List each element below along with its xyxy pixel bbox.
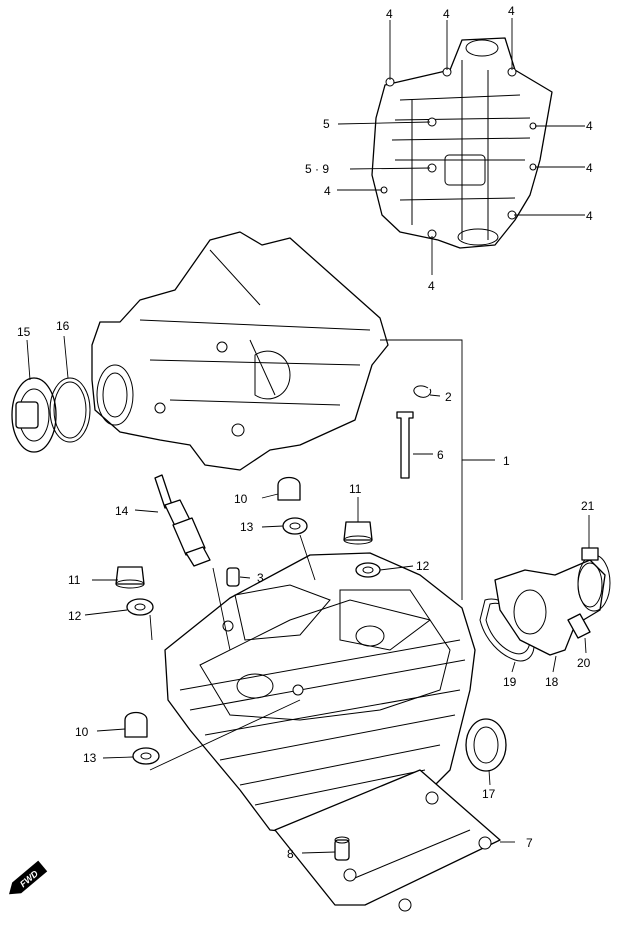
dowel-pin-3-drawing <box>226 567 240 587</box>
callout-5-9: 5 · 9 <box>305 162 329 176</box>
fwd-arrow-icon: FWD <box>9 860 48 895</box>
valve-guide-drawing <box>396 411 414 479</box>
callout-12-left: 12 <box>68 609 82 623</box>
callout-4-right-upper: 4 <box>586 119 593 133</box>
callout-6: 6 <box>437 448 444 462</box>
callout-labels: 1 2 3 4 4 4 4 4 4 4 4 5 5 · 9 6 7 8 10 1… <box>17 4 595 861</box>
callout-4-right-lower: 4 <box>586 209 593 223</box>
callout-4-top-left: 4 <box>386 7 393 21</box>
callout-4-right-mid: 4 <box>586 161 593 175</box>
callout-11-upper: 11 <box>349 482 362 496</box>
head-gasket-drawing <box>274 769 501 912</box>
screw-drawing <box>567 613 591 639</box>
callout-5: 5 <box>323 117 330 131</box>
washer-12-lower-drawing <box>126 598 154 616</box>
callout-19: 19 <box>503 675 517 689</box>
callout-2: 2 <box>445 390 452 404</box>
intake-pipe-drawing <box>494 559 606 656</box>
flange-nut-upper-drawing <box>343 521 373 545</box>
callout-1: 1 <box>503 454 510 468</box>
callout-17: 17 <box>482 787 496 801</box>
callout-13-lower: 13 <box>83 751 97 765</box>
acorn-nut-lower-drawing <box>124 711 148 738</box>
washer-12-upper-drawing <box>355 562 381 578</box>
callout-16: 16 <box>56 319 70 333</box>
callout-13-upper: 13 <box>240 520 254 534</box>
callout-4-left: 4 <box>324 184 331 198</box>
callout-11-lower: 11 <box>68 573 81 587</box>
callout-3: 3 <box>257 571 264 585</box>
callout-20: 20 <box>577 656 591 670</box>
callout-14: 14 <box>115 504 129 518</box>
dowel-pin-drawing <box>334 836 350 861</box>
cylinder-head-drawing <box>164 552 476 836</box>
circlip-drawing <box>413 385 432 398</box>
hose-clamp-drawing <box>577 547 611 612</box>
cap-drawing <box>465 718 507 772</box>
o-ring-drawing <box>49 377 91 443</box>
callout-7: 7 <box>526 836 533 850</box>
callout-8: 8 <box>287 847 294 861</box>
callout-12-right: 12 <box>416 559 430 573</box>
callout-4-bottom: 4 <box>428 279 435 293</box>
callout-18: 18 <box>545 675 559 689</box>
callout-10-lower: 10 <box>75 725 89 739</box>
flange-nut-lower-drawing <box>115 566 145 589</box>
callout-4-top-right: 4 <box>508 4 515 18</box>
head-cover-front-drawing <box>91 231 389 471</box>
leader-lines <box>26 18 590 854</box>
callout-4-top-mid: 4 <box>443 7 450 21</box>
inspection-cap-drawing <box>11 377 57 453</box>
head-cover-rear-drawing <box>371 37 553 249</box>
callout-10-upper: 10 <box>234 492 248 506</box>
washer-13-upper-drawing <box>282 517 308 535</box>
callout-21: 21 <box>581 499 595 513</box>
washer-13-lower-drawing <box>132 747 160 765</box>
callout-15: 15 <box>17 325 31 339</box>
spark-plug-drawing <box>154 474 211 567</box>
acorn-nut-upper-drawing <box>277 476 301 501</box>
